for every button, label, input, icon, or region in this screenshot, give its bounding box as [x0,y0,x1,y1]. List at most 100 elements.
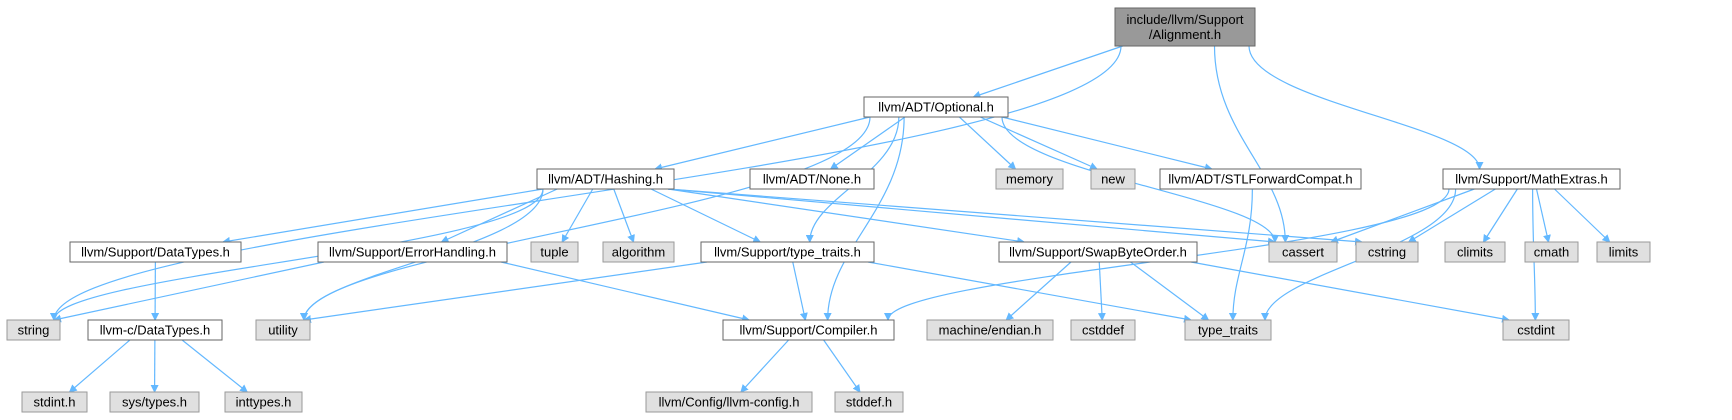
node-label-limits: limits [1609,245,1639,260]
node-box-stdint [21,391,88,413]
node-alignment[interactable]: include/llvm/Support/Alignment.h [1114,7,1256,47]
node-limits: limits [1596,241,1651,263]
edge-optional-to-stlfwd [1001,116,1213,172]
node-label-cstddef: cstddef [1082,323,1124,338]
edge-optional-to-new [980,116,1098,170]
node-label-line: llvm/ADT/Hashing.h [548,172,663,187]
node-label-line: llvm/Support/ErrorHandling.h [329,245,496,260]
edge-cdatatypes-to-inttypes [181,339,249,393]
edge-optional-to-memory [958,116,1017,170]
node-hashing[interactable]: llvm/ADT/Hashing.h [536,168,675,190]
node-box-llvmconfig [645,391,813,413]
edge-compiler-to-llvmconfig [740,339,790,393]
node-systypes: sys/types.h [109,391,200,413]
node-box-type_traits [1184,319,1272,341]
node-label-line: stdint.h [34,395,76,410]
node-datatypes[interactable]: llvm/Support/DataTypes.h [69,241,242,263]
node-label-line: cmath [1534,245,1569,260]
node-none[interactable]: llvm/ADT/None.h [749,168,875,190]
edge-alignment-to-cassert [1213,45,1290,243]
edges-layer [50,45,1611,393]
node-label-line: llvm/ADT/Optional.h [878,100,994,115]
node-label-type_traits: type_traits [1198,323,1258,338]
node-cmath: cmath [1524,241,1579,263]
node-stlfwd[interactable]: llvm/ADT/STLForwardCompat.h [1159,168,1362,190]
node-swapbyteorder[interactable]: llvm/Support/SwapByteOrder.h [998,241,1198,263]
node-cdatatypes[interactable]: llvm-c/DataTypes.h [87,319,223,341]
node-label-cassert: cassert [1282,245,1324,260]
node-box-cdatatypes [87,319,223,341]
edge-hashing-to-string [50,188,544,321]
node-label-stddef: stddef.h [846,395,892,410]
nodes-layer: include/llvm/Support/Alignment.h llvm/ADT… [6,7,1651,413]
edge-hashing-to-algorithm [613,188,635,243]
node-label-stlfwd: llvm/ADT/STLForwardCompat.h [1168,172,1352,187]
node-label-line: limits [1609,245,1639,260]
node-box-hashing [536,168,675,190]
node-box-cmath [1524,241,1579,263]
node-optional[interactable]: llvm/ADT/Optional.h [863,96,1009,118]
node-label-mathextras: llvm/Support/MathExtras.h [1455,172,1607,187]
node-label-line: llvm-c/DataTypes.h [100,323,211,338]
edge-errorhandling-to-string [53,261,325,323]
edge-mathextras-to-climits [1482,188,1518,243]
node-label-hashing: llvm/ADT/Hashing.h [548,172,663,187]
edge-hashing-to-swapbyteorder [667,188,1026,245]
node-box-new [1090,168,1136,190]
node-box-cstddef [1070,319,1136,341]
node-memory: memory [995,168,1064,190]
node-label-tuple: tuple [540,245,568,260]
node-box-typetraitsh [700,241,875,263]
node-cstddef: cstddef [1070,319,1136,341]
edge-optional-to-compiler [823,116,905,321]
node-type_traits: type_traits [1184,319,1272,341]
edge-typetraitsh-to-type_traits [867,261,1192,323]
node-compiler[interactable]: llvm/Support/Compiler.h [722,319,895,341]
node-label-cdatatypes: llvm-c/DataTypes.h [100,323,211,338]
node-label-datatypes: llvm/Support/DataTypes.h [81,245,230,260]
node-label-line: cassert [1282,245,1324,260]
node-label-optional: llvm/ADT/Optional.h [878,100,994,115]
edge-alignment-to-string [50,45,1122,321]
edge-swapbyteorder-to-cstdint [1190,261,1510,323]
node-label-line: stddef.h [846,395,892,410]
node-label-line: algorithm [612,245,665,260]
node-cassert: cassert [1268,241,1338,263]
node-label-line: cstdint [1517,323,1555,338]
edge-cdatatypes-to-stdint [68,339,131,393]
node-label-line: include/llvm/Support [1126,12,1243,27]
node-label-cstdint: cstdint [1517,323,1555,338]
node-label-memory: memory [1006,172,1053,187]
node-box-swapbyteorder [998,241,1198,263]
node-box-systypes [109,391,200,413]
edge-hashing-to-cstring [667,188,1363,246]
node-label-line: type_traits [1198,323,1258,338]
node-stdint: stdint.h [21,391,88,413]
edge-optional-to-utility [300,116,871,321]
edge-hashing-to-errorhandling [440,188,558,243]
node-label-algorithm: algorithm [612,245,665,260]
edge-hashing-to-cassert [667,188,1276,246]
node-box-endian [926,319,1054,341]
node-utility: utility [255,319,311,341]
node-errorhandling[interactable]: llvm/Support/ErrorHandling.h [317,241,508,263]
node-label-line: tuple [540,245,568,260]
edge-mathextras-to-cassert [1330,188,1475,244]
edge-compiler-to-stddef [823,339,861,393]
node-box-stddef [834,391,904,413]
node-label-line: string [18,323,50,338]
node-label-stdint: stdint.h [34,395,76,410]
node-typetraitsh[interactable]: llvm/Support/type_traits.h [700,241,875,263]
node-label-line: cstddef [1082,323,1124,338]
edge-swapbyteorder-to-cstddef [1097,261,1106,321]
node-box-string [6,319,61,341]
node-climits: climits [1444,241,1506,263]
edge-mathextras-to-limits [1554,188,1611,243]
node-label-line: llvm/Support/DataTypes.h [81,245,230,260]
node-box-mathextras [1442,168,1621,190]
node-label-line: llvm/Support/type_traits.h [714,245,861,260]
node-mathextras[interactable]: llvm/Support/MathExtras.h [1442,168,1621,190]
node-box-inttypes [224,391,303,413]
node-box-cstdint [1502,319,1570,341]
